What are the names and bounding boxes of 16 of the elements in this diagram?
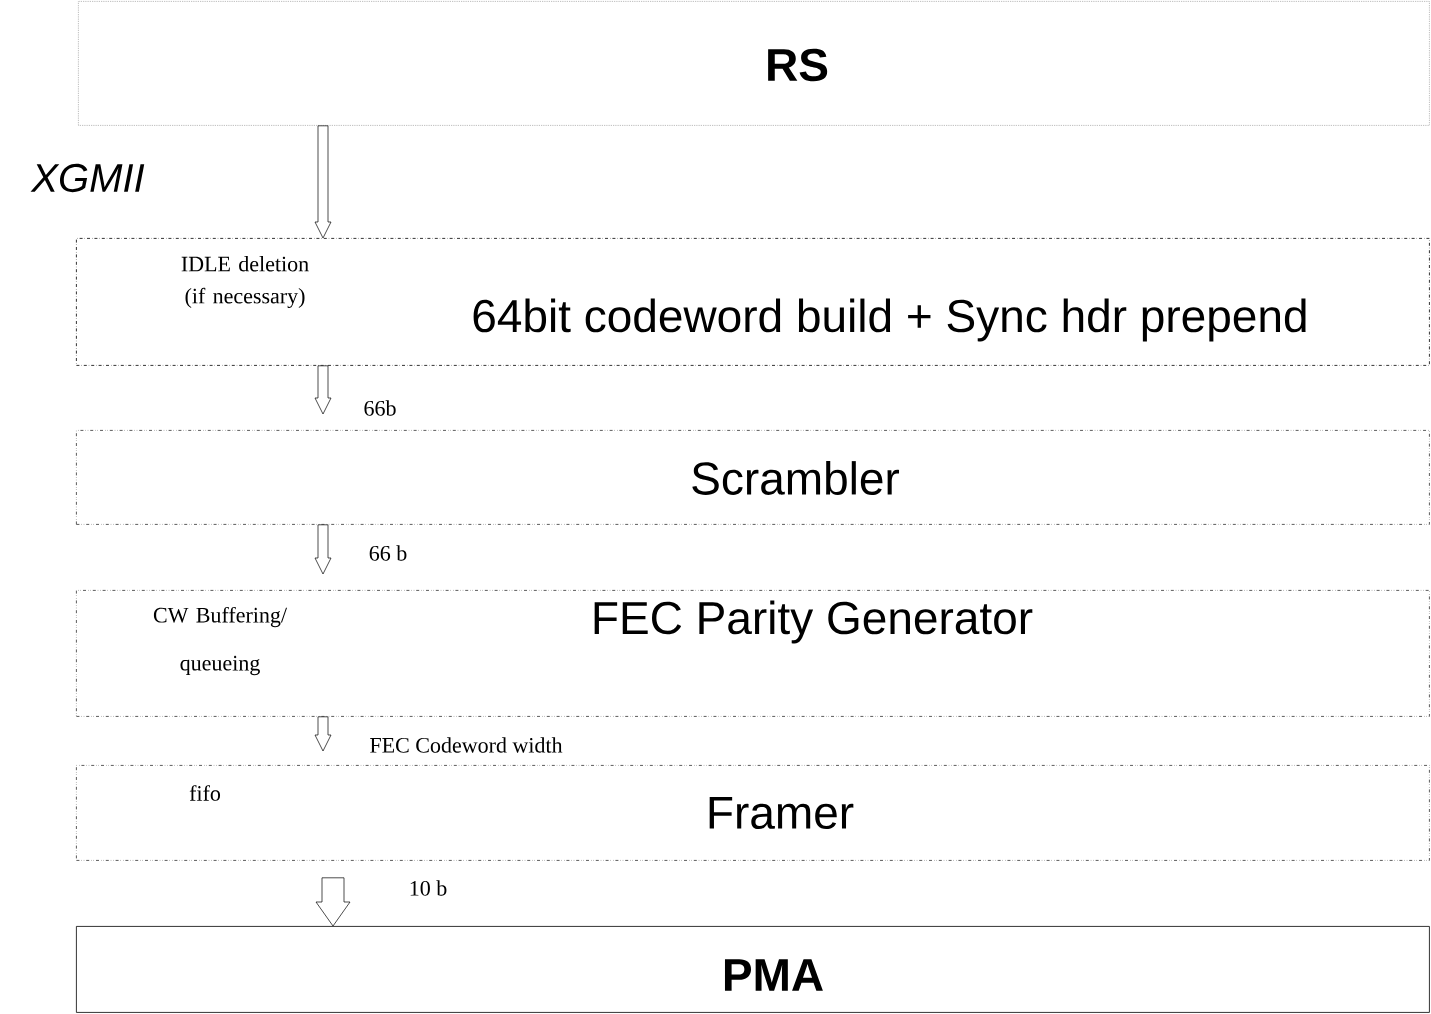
block-arrow xyxy=(315,877,351,927)
block-arrow xyxy=(314,125,332,239)
layer-box: IDLE deletion (if necessary) 64bit codeword build + Sync hdr prepend xyxy=(76,238,1430,366)
edge-label: 66b xyxy=(364,400,396,416)
block-arrow xyxy=(314,365,332,415)
edge-label: 66 b xyxy=(369,545,407,561)
layer-box: CW Buffering/ queueing FEC Parity Generator xyxy=(76,590,1430,717)
edge-label: 10 b xyxy=(410,880,447,896)
block-arrow xyxy=(314,716,332,752)
edge-label: FEC Codeword width xyxy=(370,737,563,753)
layer-box: RS xyxy=(78,1,1430,126)
block-arrow xyxy=(314,524,332,575)
layer-box: PMA xyxy=(76,926,1430,1013)
layer-box: fifo Framer xyxy=(76,765,1430,861)
interface-label: XGMII xyxy=(30,163,145,193)
layer-box: Scrambler xyxy=(76,430,1430,525)
